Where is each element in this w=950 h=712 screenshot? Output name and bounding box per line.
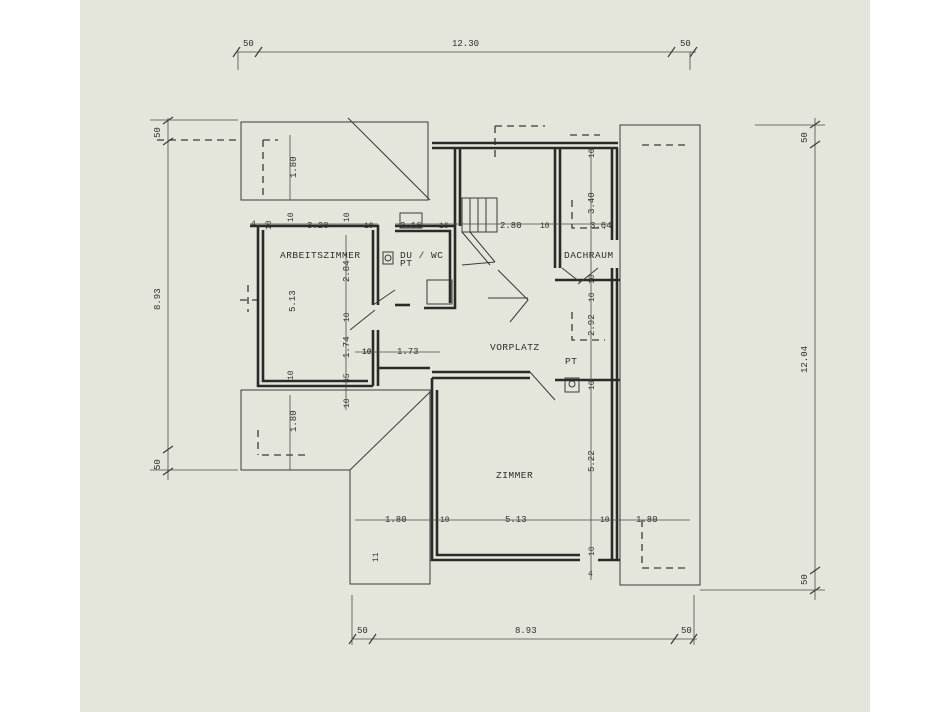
walls: [250, 141, 620, 562]
dim-wc-16: 16: [439, 222, 449, 231]
dim-arbeit-4: 4: [251, 220, 256, 229]
dim-dach-340: 3.40: [587, 192, 597, 214]
dim-dach-292: 2.92: [587, 314, 597, 336]
dim-vor-10: 10: [362, 348, 372, 357]
dim-top-total: 12.30: [452, 39, 479, 49]
dim-left-bottom-50: 50: [153, 459, 163, 470]
dim-bottom-left-50: 50: [357, 626, 368, 636]
room-label-du-wc-pt: PT: [400, 258, 412, 269]
room-label-arbeitszimmer: ARBEITSZIMMER: [280, 250, 361, 261]
balconies: [157, 117, 701, 586]
dim-left-total: 8.93: [153, 288, 163, 310]
plan-sheet: [80, 0, 870, 712]
dim-dach-10c: 10: [588, 292, 597, 302]
dim-balcony-bl-180: 1.80: [289, 410, 299, 432]
dim-arbeit-45: 45: [343, 373, 352, 383]
dim-zim-10b: 10: [600, 516, 610, 525]
dim-arbeit-10f: 10: [287, 370, 296, 380]
dim-wc-216: 2.16: [400, 221, 422, 231]
room-label-zimmer: ZIMMER: [496, 470, 533, 481]
dim-dach-10a: 10: [588, 148, 597, 158]
dim-right-total: 12.04: [800, 346, 810, 373]
dim-arbeit-10g: 10: [343, 398, 352, 408]
room-labels: ARBEITSZIMMER DU / WC PT DACHRAUM VORPLA…: [280, 250, 614, 481]
dim-zim-4: 4: [588, 570, 593, 579]
dimension-lines: [150, 46, 825, 645]
dim-top-right-50: 50: [680, 39, 691, 49]
dim-bottom-total: 8.93: [515, 626, 537, 636]
room-label-du-wc: DU / WC: [400, 250, 443, 261]
interior-details: [247, 197, 605, 401]
dim-zim-10a: 10: [440, 516, 450, 525]
room-label-vorplatz: VORPLATZ: [490, 342, 540, 353]
dim-balcony-tl-180: 1.80: [289, 156, 299, 178]
dim-zim-522: 5.22: [587, 450, 597, 472]
dim-stair-10: 10: [540, 222, 550, 231]
dim-dach-364: 3.64: [590, 221, 612, 231]
dim-left-top-50: 50: [153, 127, 163, 138]
dim-arbeit-513: 5.13: [288, 290, 298, 312]
dimension-numbers: 50 12.30 50 50 8.93 50 50 8.93 50 50 12.…: [153, 39, 810, 636]
room-label-vorplatz-pt: PT: [565, 356, 577, 367]
inner-dimension-lines: [250, 135, 690, 580]
dim-right-bottom-50: 50: [800, 574, 810, 585]
dim-stair-280: 2.80: [500, 221, 522, 231]
dim-vor-174: 1.74: [342, 336, 352, 358]
dim-right-top-50: 50: [800, 132, 810, 143]
dim-zim-10c: 10: [588, 546, 597, 556]
dim-zim-10r: 10: [588, 380, 597, 390]
dim-arbeit-10e: 10: [343, 312, 352, 322]
dim-arbeit-284: 2.84: [342, 260, 352, 282]
dim-arbeit-10d: 10: [364, 222, 374, 231]
dim-zim-stairs: 11: [372, 552, 381, 562]
dim-dach-10b: 10: [588, 274, 597, 284]
dim-top-left-50: 50: [243, 39, 254, 49]
dim-bottom-right-50: 50: [681, 626, 692, 636]
dim-arbeit-320: 3.20: [307, 221, 329, 231]
dim-arbeit-10c: 10: [343, 212, 352, 222]
room-label-dachraum: DACHRAUM: [564, 250, 614, 261]
dim-arbeit-10b: 10: [287, 212, 296, 222]
dim-arbeit-10a: 10: [265, 220, 274, 230]
dim-arbeit-10h: 10: [362, 348, 372, 357]
